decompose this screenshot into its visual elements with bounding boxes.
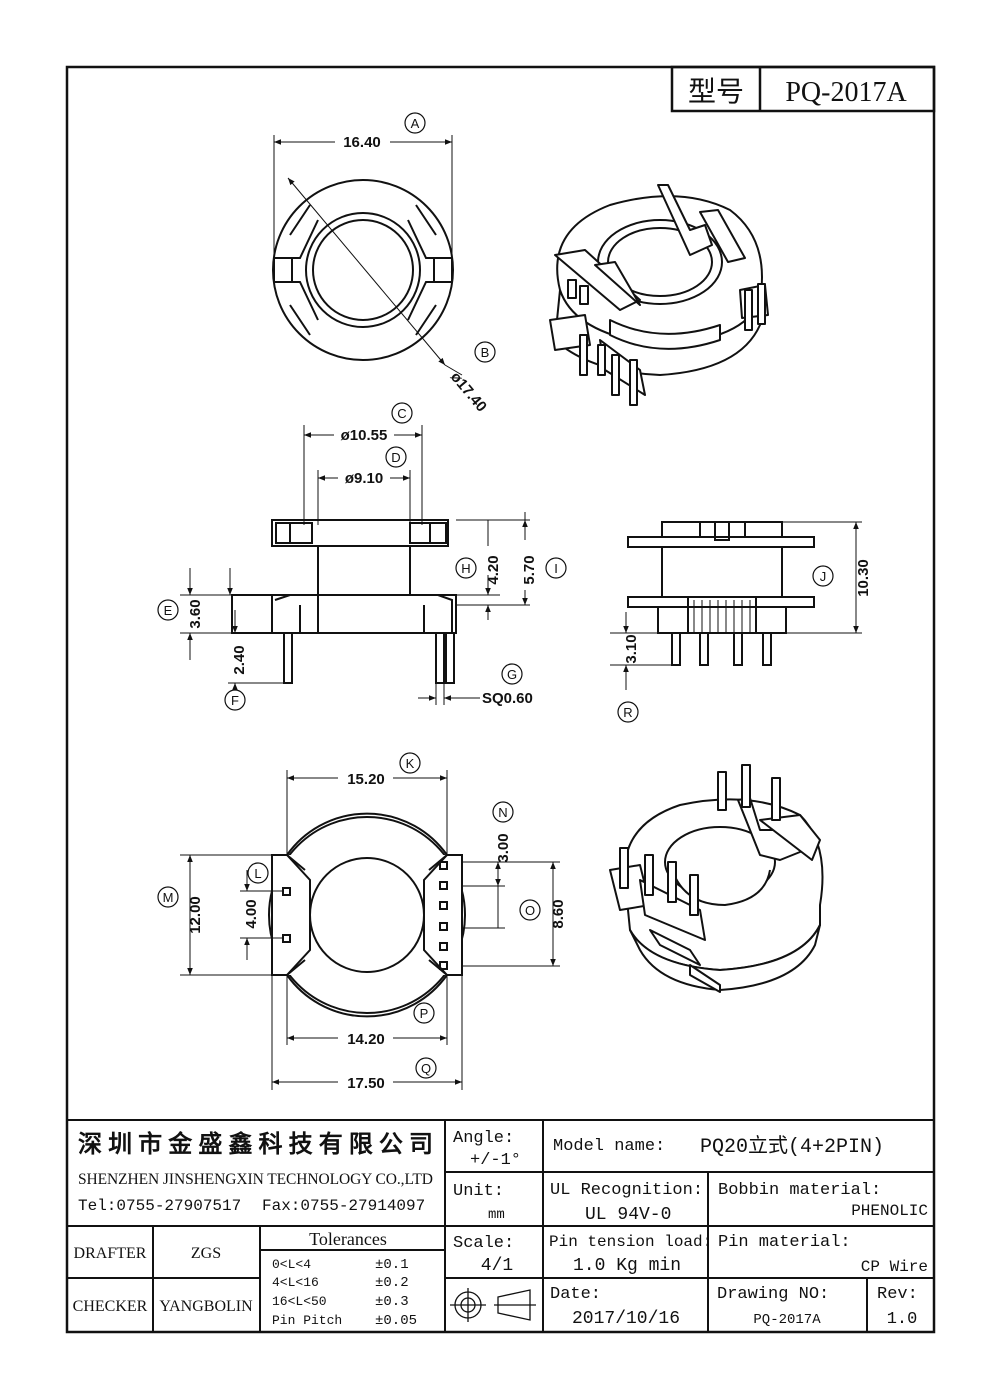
dim-h-value: 4.20 <box>485 555 502 584</box>
drawing-no-label: Drawing NO: <box>717 1285 829 1304</box>
dim-a-value: 16.40 <box>343 134 381 151</box>
ul-value: UL 94V-0 <box>585 1205 671 1225</box>
pin-tension-label: Pin tension load: <box>549 1233 712 1251</box>
drafter-label: DRAFTER <box>74 1245 147 1262</box>
tolerance-range: 0<L<4 <box>272 1257 311 1272</box>
bobbin-material-label: Bobbin material: <box>718 1181 881 1200</box>
bottom-view <box>180 770 560 1090</box>
tolerance-range: 4<L<16 <box>272 1275 319 1290</box>
dim-o-letter: O <box>525 903 535 918</box>
model-header-value: PQ-2017A <box>785 77 907 108</box>
company-name-cn: 深圳市金盛鑫科技有限公司 <box>78 1130 433 1158</box>
tolerance-value: ±0.3 <box>375 1294 409 1310</box>
front-view <box>180 425 530 705</box>
tolerance-value: ±0.2 <box>375 1275 409 1291</box>
angle-value: +/-1° <box>470 1151 521 1170</box>
dim-q-value: 17.50 <box>347 1075 385 1092</box>
dim-f-value: 2.40 <box>231 645 248 674</box>
dim-g-value: SQ0.60 <box>482 690 533 707</box>
unit-label: Unit: <box>453 1182 504 1201</box>
tolerance-range: 16<L<50 <box>272 1294 327 1309</box>
isometric-view-top <box>549 184 769 406</box>
dim-o-value: 8.60 <box>550 899 567 928</box>
dim-l-letter: L <box>254 866 261 881</box>
pin-material-label: Pin material: <box>718 1233 851 1252</box>
angle-label: Angle: <box>453 1129 514 1148</box>
dim-i-letter: I <box>554 561 558 576</box>
pin-material-value: CP Wire <box>861 1258 928 1276</box>
top-view <box>272 135 463 376</box>
tolerance-table: 0<L<4 ±0.1 4<L<16 ±0.2 16<L<50 ±0.3 Pin … <box>272 1257 417 1329</box>
tolerances-title: Tolerances <box>309 1229 387 1249</box>
model-header-label: 型号 <box>688 76 744 107</box>
dim-m-letter: M <box>163 890 174 905</box>
side-view <box>610 521 862 690</box>
dim-q-letter: Q <box>421 1061 431 1076</box>
tolerance-range: Pin Pitch <box>272 1313 342 1328</box>
model-name-label: Model name: <box>553 1137 665 1156</box>
ul-label: UL Recognition: <box>550 1181 703 1200</box>
model-header-box: 型号 PQ-2017A <box>670 65 936 113</box>
dim-j-value: 10.30 <box>855 559 872 597</box>
dim-d-value: ø9.10 <box>345 470 383 487</box>
rev-value: 1.0 <box>887 1310 918 1329</box>
checker-value: YANGBOLIN <box>159 1298 253 1315</box>
dim-b-letter: B <box>481 345 490 360</box>
scale-label: Scale: <box>453 1234 514 1253</box>
dim-n-letter: N <box>498 805 507 820</box>
company-name-en: SHENZHEN JINSHENGXIN TECHNOLOGY CO.,LTD <box>78 1171 433 1188</box>
date-value: 2017/10/16 <box>572 1309 680 1329</box>
tolerance-value: ±0.1 <box>375 1257 409 1273</box>
dim-h-letter: H <box>461 561 470 576</box>
dim-l-value: 4.00 <box>243 899 260 928</box>
dim-j-letter: J <box>820 569 827 584</box>
dim-p-value: 14.20 <box>347 1031 385 1048</box>
company-fax: Fax:0755-27914097 <box>262 1197 425 1215</box>
dim-p-letter: P <box>420 1006 429 1021</box>
scale-value: 4/1 <box>481 1256 513 1276</box>
drafter-value: ZGS <box>191 1245 221 1262</box>
dim-i-value: 5.70 <box>521 555 538 584</box>
dim-r-value: 3.10 <box>623 634 640 663</box>
bobbin-material-value: PHENOLIC <box>851 1202 928 1220</box>
tolerance-value: ±0.05 <box>375 1313 417 1329</box>
isometric-view-bottom <box>609 764 824 993</box>
dim-r-letter: R <box>623 705 632 720</box>
dim-k-value: 15.20 <box>347 771 385 788</box>
dim-g-letter: G <box>507 667 517 682</box>
dim-f-letter: F <box>231 693 239 708</box>
date-label: Date: <box>550 1285 601 1304</box>
pin-tension-value: 1.0 Kg min <box>573 1256 681 1276</box>
dim-e-letter: E <box>164 603 173 618</box>
drawing-frame <box>65 65 936 1334</box>
dim-k-letter: K <box>406 756 415 771</box>
dim-m-value: 12.00 <box>187 896 204 934</box>
checker-label: CHECKER <box>73 1298 148 1315</box>
dim-a-letter: A <box>411 116 420 131</box>
drawing-no-value: PQ-2017A <box>753 1312 821 1328</box>
dim-c-letter: C <box>397 406 406 421</box>
dim-c-value: ø10.55 <box>341 427 388 444</box>
dim-e-value: 3.60 <box>187 599 204 628</box>
company-tel: Tel:0755-27907517 <box>78 1197 241 1215</box>
rev-label: Rev: <box>877 1285 918 1304</box>
dim-b-value: ø17.40 <box>447 369 490 416</box>
dim-n-value: 3.00 <box>495 833 512 862</box>
model-name-value: PQ20立式(4+2PIN) <box>700 1134 884 1159</box>
title-block-lines <box>67 1119 934 1332</box>
projection-symbol-icon <box>450 1288 536 1322</box>
unit-value: mm <box>488 1207 505 1223</box>
dim-d-letter: D <box>391 450 400 465</box>
